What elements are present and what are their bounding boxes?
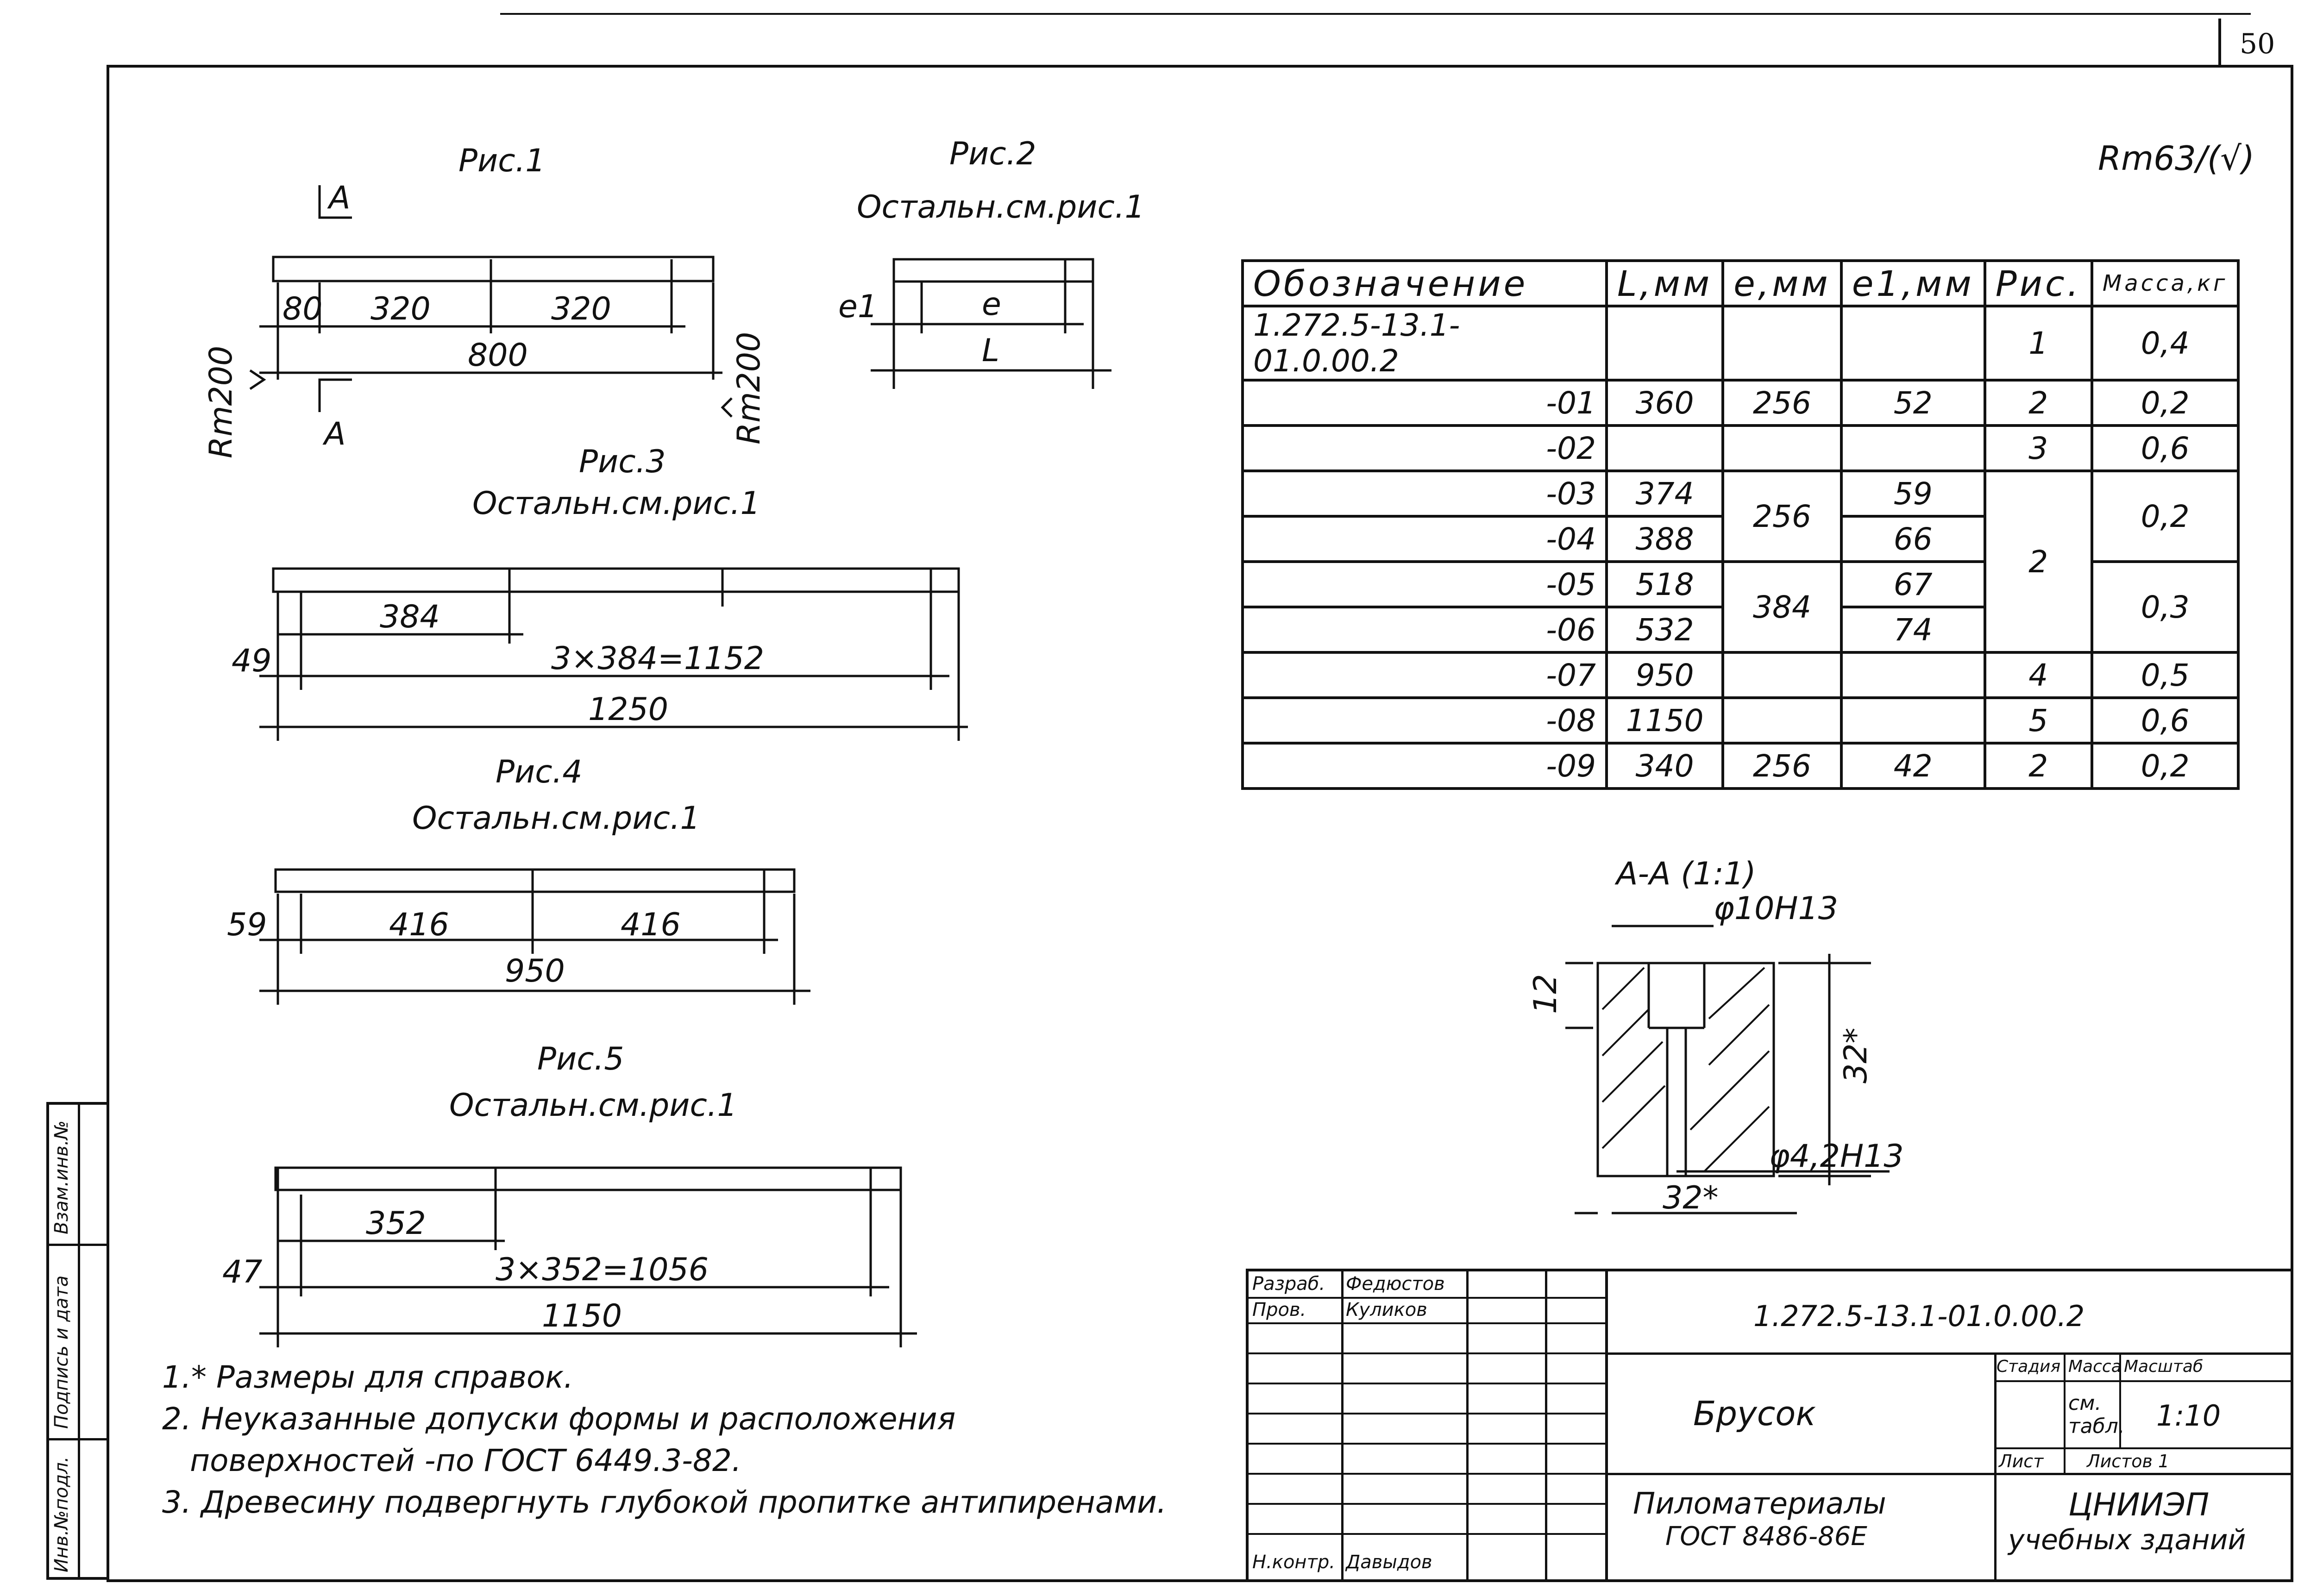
- fig2-subtitle: Остальн.см.рис.1: [857, 189, 1145, 225]
- header-e: e,мм: [1721, 259, 1843, 307]
- fig1-title: Рис.1: [458, 143, 545, 179]
- fig5-subtitle: Остальн.см.рис.1: [449, 1087, 737, 1124]
- part-name: Брусок: [1693, 1394, 1816, 1433]
- org-1: ЦНИИЭП: [2068, 1487, 2210, 1523]
- spec-table: Обозначение L,мм e,мм e1,мм Рис. Масса,к…: [1241, 259, 2240, 790]
- section-dim-32-horiz: 32*: [1663, 1180, 1719, 1216]
- fig1-section-letter: А: [327, 180, 351, 216]
- fig1-section-letter-lower: А: [322, 416, 346, 452]
- table-row: -03 374 256 59 2 0,2: [1241, 469, 2240, 654]
- section-title: А-А (1:1): [1614, 856, 1756, 892]
- spec-header-row: Обозначение L,мм e,мм e1,мм Рис. Масса,к…: [1241, 259, 2240, 307]
- mass-value: см. табл.: [2068, 1391, 2125, 1438]
- fig2-title: Рис.2: [949, 136, 1036, 172]
- fig3-subtitle: Остальн.см.рис.1: [472, 485, 760, 522]
- fig1-bar: [272, 256, 715, 282]
- fig1-dim-800: 800: [468, 337, 528, 374]
- fig3-dim-1250: 1250: [588, 691, 668, 728]
- fig5-title: Рис.5: [537, 1041, 624, 1077]
- org-2: учебных зданий: [2008, 1524, 2246, 1556]
- header-mass: Масса,кг: [2090, 259, 2240, 307]
- mass-label: Масса: [2068, 1357, 2122, 1376]
- fig4-title: Рис.4: [496, 754, 582, 790]
- header-fig: Рис.: [1983, 259, 2093, 307]
- section-dim-hole-top: φ10Н13: [1714, 890, 1838, 927]
- note-2: 2. Неуказанные допуски формы и расположе…: [162, 1401, 956, 1437]
- fig1-roughness-left: Rm200: [203, 346, 239, 458]
- side-stamp: Взам.инв.№ Подпись и дата Инв.№подл.: [46, 1102, 109, 1580]
- name-checker: Куликов: [1346, 1299, 1427, 1321]
- name-developer: Федюстов: [1346, 1273, 1445, 1295]
- fig4-bar: [274, 868, 796, 893]
- roughness-mark: Rm63/(√): [2098, 139, 2255, 178]
- fig2-dim-e: e: [982, 286, 1001, 323]
- table-row: 1.272.5-13.1-01.0.00.2 1 0,4: [1241, 305, 2240, 382]
- section-dim-12: 12: [1527, 974, 1564, 1014]
- fig2-dim-e1: e1: [838, 288, 878, 325]
- table-row: -01 360 256 52 2 0,2: [1241, 379, 2240, 427]
- fig4-dim-950: 950: [505, 953, 565, 989]
- header-e1: e1,мм: [1840, 259, 1986, 307]
- fig3-dim-49: 49: [232, 643, 272, 679]
- fig3-dim-384: 384: [380, 599, 440, 635]
- notes: 1.* Размеры для справок. 2. Неуказанные …: [162, 1357, 1167, 1523]
- fig5-dim-1150: 1150: [542, 1298, 622, 1334]
- note-1: 1.* Размеры для справок.: [162, 1359, 574, 1395]
- table-row: -02 3 0,6: [1241, 424, 2240, 472]
- section-dim-32-vert: 32*: [1838, 1027, 1874, 1083]
- role-checker: Пров.: [1252, 1299, 1306, 1321]
- material-2: ГОСТ 8486-86Е: [1665, 1521, 1867, 1552]
- note-3: 3. Древесину подвергнуть глубокой пропит…: [162, 1484, 1167, 1520]
- top-rule: [500, 13, 2251, 15]
- fig5-dim-1056: 3×352=1056: [496, 1252, 709, 1288]
- table-row: -09 340 256 42 2 0,2: [1241, 742, 2240, 790]
- table-row: -06 532 74: [1241, 606, 2238, 654]
- fig5-bar: [274, 1166, 902, 1191]
- fig5-dim-352: 352: [366, 1205, 426, 1242]
- fig4-dim-416b: 416: [621, 907, 681, 943]
- section-dim-hole-bottom: φ4,2Н13: [1769, 1138, 1904, 1175]
- sheets-label: Листов 1: [2087, 1451, 2170, 1471]
- fig1-dim-80: 80: [283, 291, 323, 327]
- fig1-dim-320b: 320: [551, 291, 611, 327]
- scale-value: 1:10: [2156, 1399, 2221, 1433]
- page-number-box: 50: [2218, 19, 2291, 65]
- note-2-cont: поверхностей -по ГОСТ 6449.3-82.: [190, 1443, 741, 1478]
- header-designation: Обозначение: [1241, 259, 1608, 307]
- header-L: L,мм: [1605, 259, 1725, 307]
- name-norm-control: Давыдов: [1346, 1552, 1432, 1573]
- table-row: -04 388 66: [1241, 515, 2238, 563]
- page-number: 50: [2240, 28, 2275, 60]
- role-norm-control: Н.контр.: [1252, 1552, 1335, 1573]
- stage-label: Стадия: [1997, 1357, 2061, 1376]
- fig2-bar: [892, 258, 1094, 283]
- drawing-frame: [107, 65, 2293, 1582]
- fig5-dim-47: 47: [222, 1254, 263, 1290]
- scale-label: Масштаб: [2124, 1357, 2204, 1376]
- role-developer: Разраб.: [1252, 1273, 1325, 1295]
- fig4-dim-59: 59: [227, 907, 267, 943]
- table-row: -07 950 4 0,5: [1241, 651, 2240, 699]
- material-1: Пиломатериалы: [1633, 1487, 1886, 1521]
- title-block: Разраб. Федюстов Пров. Куликов Н.контр. …: [1246, 1269, 2291, 1579]
- fig1-roughness-right: Rm200: [731, 332, 767, 444]
- fig2-dim-L: L: [982, 332, 999, 369]
- fig3-bar: [272, 567, 960, 593]
- sheet-label: Лист: [1999, 1451, 2044, 1471]
- fig3-dim-1152: 3×384=1152: [551, 640, 764, 677]
- table-row: -08 1150 5 0,6: [1241, 696, 2240, 745]
- fig3-title: Рис.3: [579, 444, 666, 480]
- doc-code: 1.272.5-13.1-01.0.00.2: [1753, 1299, 2085, 1333]
- fig1-dim-320a: 320: [370, 291, 431, 327]
- fig4-subtitle: Остальн.см.рис.1: [412, 800, 700, 837]
- fig4-dim-416a: 416: [389, 907, 449, 943]
- table-row: -05 518 384 67 0,3: [1241, 560, 2240, 654]
